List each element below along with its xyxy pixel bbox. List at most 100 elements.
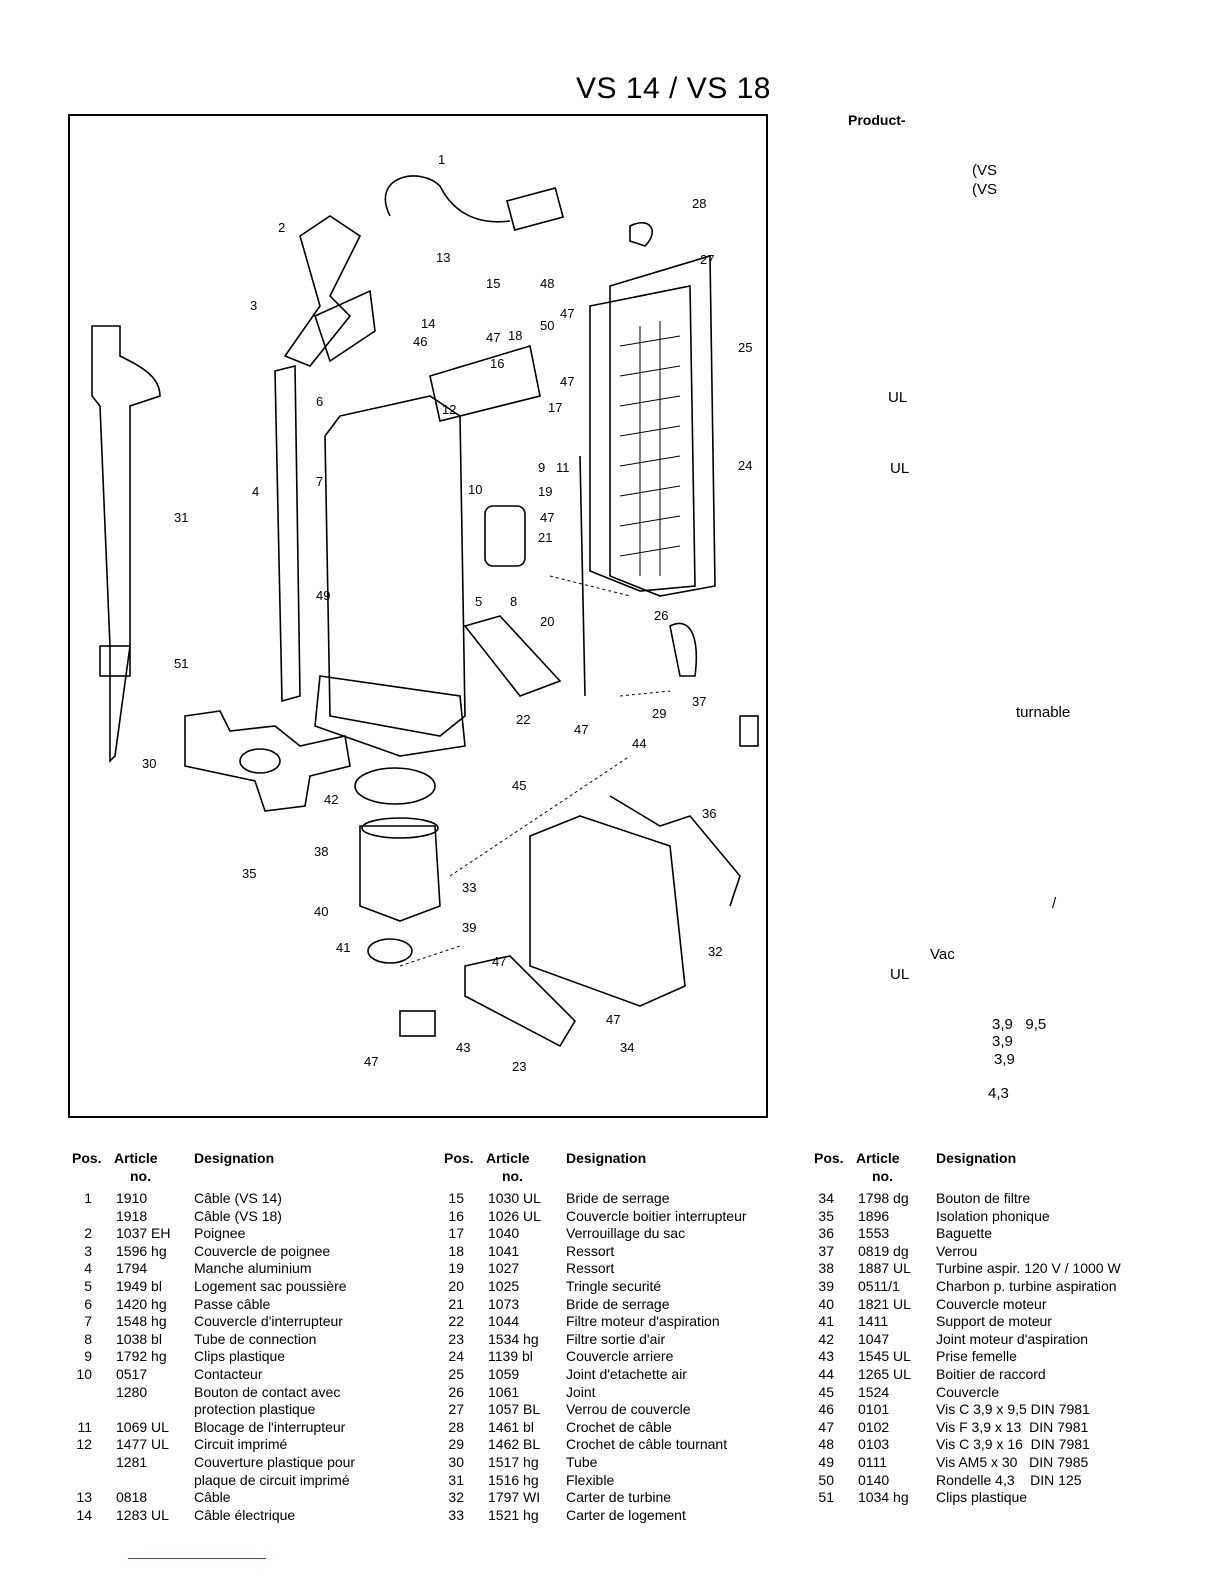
- row-pos: 47: [818, 1418, 834, 1435]
- row-pos: 29: [448, 1436, 464, 1453]
- row-designation: Tube de connection: [194, 1330, 317, 1347]
- callout-3: 3: [250, 298, 257, 313]
- row-designation: Ressort: [566, 1260, 615, 1277]
- callout-14: 14: [421, 316, 435, 331]
- row-designation: Vis F 3,9 x 13 DIN 7981: [936, 1418, 1089, 1435]
- row-pos: 50: [818, 1471, 834, 1488]
- row-pos: 21: [448, 1295, 464, 1312]
- header-designation: Designation: [194, 1150, 275, 1166]
- row-article: 1038 bl: [116, 1330, 162, 1347]
- callout-38: 38: [314, 844, 328, 859]
- handle-cover-shape: [314, 289, 376, 363]
- back-cover-shape: [609, 254, 716, 597]
- row-designation: Couvercle moteur: [936, 1295, 1047, 1312]
- callout-47c: 47: [560, 374, 574, 389]
- row-article: 1044: [488, 1313, 520, 1330]
- row-designation: Passe câble: [194, 1295, 271, 1312]
- row-article: 0111: [858, 1453, 888, 1470]
- row-designation: Carter de logement: [566, 1506, 686, 1523]
- row-pos: 30: [448, 1453, 464, 1470]
- row-designation: Bouton de contact avec: [194, 1383, 341, 1400]
- row-pos: 14: [76, 1506, 92, 1523]
- row-article: 1283 UL: [116, 1506, 169, 1523]
- row-designation: Verrouillage du sac: [566, 1225, 686, 1242]
- row-designation: Couvercle arriere: [566, 1348, 674, 1365]
- connection-tube-shape: [484, 505, 526, 567]
- row-designation: Bouton de filtre: [936, 1190, 1031, 1206]
- callout-47b: 47: [560, 306, 574, 321]
- row-article: 0101: [858, 1401, 890, 1418]
- row-designation: Joint moteur d'aspiration: [936, 1330, 1089, 1347]
- row-pos: 35: [818, 1207, 834, 1224]
- housing-base-shape: [314, 675, 466, 757]
- callout-23: 23: [512, 1059, 526, 1074]
- lock-shape: [739, 715, 759, 747]
- row-article: 0140: [858, 1471, 890, 1488]
- row-article: 1949 bl: [116, 1277, 162, 1294]
- row-pos: 18: [448, 1242, 464, 1259]
- row-designation: Flexible: [566, 1471, 615, 1488]
- side-ul-2: UL: [890, 460, 910, 477]
- row-designation: Carter de turbine: [566, 1489, 672, 1506]
- motor-seal-shape: [354, 767, 436, 805]
- header-designation: Designation: [936, 1150, 1017, 1166]
- sound-insulation-shape: [184, 710, 351, 812]
- product-label: Product-: [848, 112, 906, 128]
- callout-44: 44: [632, 736, 646, 751]
- table-row: 47 0102 Vis F 3,9 x 13 DIN 7981: [806, 1419, 1166, 1437]
- callout-24: 24: [738, 458, 752, 473]
- circuit-board-shape: [429, 344, 541, 422]
- row-article: 1794: [116, 1260, 148, 1277]
- row-designation: Tringle securité: [566, 1277, 662, 1294]
- row-article: 1596 hg: [116, 1242, 167, 1259]
- header-pos: Pos.: [444, 1150, 474, 1166]
- turbine-housing-shape: [529, 815, 686, 1007]
- row-designation: Couvercle boitier interrupteur: [566, 1207, 747, 1224]
- row-designation: Couvercle: [936, 1383, 1000, 1400]
- row-designation: Câble (VS 18): [194, 1207, 282, 1224]
- row-pos: 32: [448, 1489, 464, 1506]
- callout-18: 18: [508, 328, 522, 343]
- row-pos: 24: [448, 1348, 464, 1365]
- callout-47e: 47: [574, 722, 588, 737]
- table-row: 6 1420 hg Passe câble: [64, 1296, 424, 1314]
- row-article: 1420 hg: [116, 1295, 167, 1312]
- row-pos: 26: [448, 1383, 464, 1400]
- row-article: 1821 UL: [858, 1295, 911, 1312]
- row-article: 1280: [116, 1383, 148, 1400]
- row-article: 1026 UL: [488, 1207, 541, 1224]
- row-designation: Crochet de câble: [566, 1418, 672, 1435]
- row-pos: 43: [818, 1348, 834, 1365]
- row-article: 1548 hg: [116, 1313, 167, 1330]
- row-pos: 49: [818, 1453, 834, 1470]
- row-designation: Prise femelle: [936, 1348, 1017, 1365]
- row-designation: protection plastique: [194, 1401, 316, 1418]
- row-article: 0102: [858, 1418, 890, 1435]
- row-article: 1059: [488, 1365, 520, 1382]
- callout-36: 36: [702, 806, 716, 821]
- row-pos: 1: [84, 1190, 92, 1206]
- bottom-link-rule: [128, 1558, 266, 1559]
- row-pos: 41: [818, 1313, 834, 1330]
- header-article: Article: [856, 1150, 900, 1166]
- row-article: 1910: [116, 1190, 148, 1206]
- header-article-no: no.: [130, 1168, 151, 1184]
- row-designation: Boitier de raccord: [936, 1365, 1046, 1382]
- row-pos: 9: [84, 1348, 92, 1365]
- row-pos: 17: [448, 1225, 464, 1242]
- row-designation: Ressort: [566, 1242, 615, 1259]
- row-pos: 6: [84, 1295, 92, 1312]
